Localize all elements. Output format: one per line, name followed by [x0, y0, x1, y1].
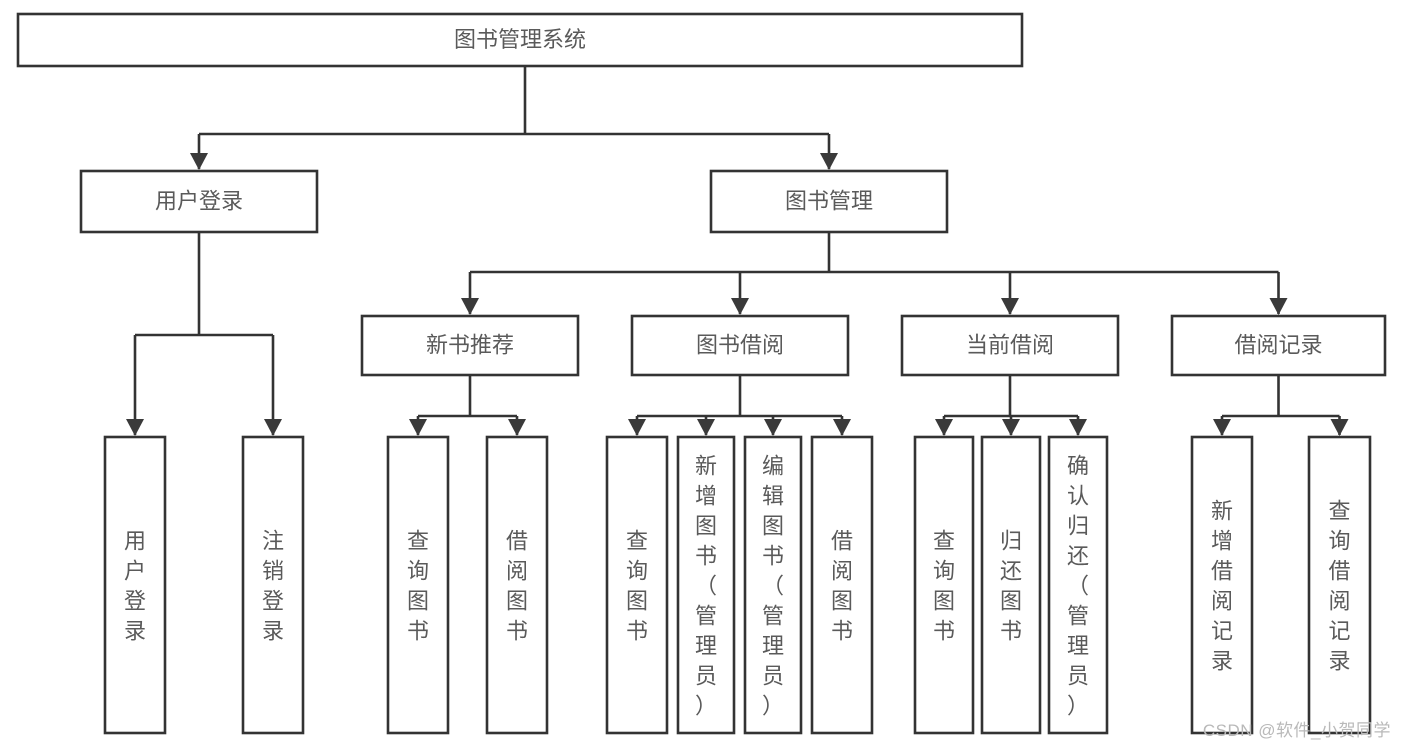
arrow-head-icon — [764, 419, 782, 436]
node-book-borrow[interactable]: 图书借阅 — [630, 314, 850, 377]
arrow-head-icon — [820, 153, 838, 170]
node-leaf-add-record[interactable]: 新增借阅记录 — [1190, 435, 1254, 735]
node-book-manage[interactable]: 图书管理 — [709, 169, 949, 234]
node-box-rect — [1307, 435, 1372, 735]
node-box-rect — [386, 435, 450, 735]
node-box-rect — [241, 435, 305, 735]
node-label: 当前借阅 — [966, 332, 1054, 357]
arrow-head-icon — [697, 419, 715, 436]
node-borrow-record[interactable]: 借阅记录 — [1170, 314, 1387, 377]
arrow-head-icon — [628, 419, 646, 436]
node-label: 确认归还（管理员） — [1067, 453, 1089, 718]
node-leaf-query-book-2[interactable]: 查询图书 — [605, 435, 669, 735]
node-leaf-logout[interactable]: 注销登录 — [241, 435, 305, 735]
arrow-head-icon — [409, 419, 427, 436]
node-label: 借阅图书 — [831, 528, 853, 643]
node-label: 新增借阅记录 — [1211, 498, 1233, 673]
node-box-rect — [1047, 435, 1109, 735]
node-box-rect — [79, 169, 319, 234]
node-box-rect — [676, 435, 736, 735]
node-box-rect — [630, 314, 850, 377]
node-label: 借阅记录 — [1234, 332, 1322, 357]
node-box-rect — [605, 435, 669, 735]
node-label: 图书借阅 — [696, 332, 784, 357]
node-leaf-user-login[interactable]: 用户登录 — [103, 435, 167, 735]
node-label: 编辑图书（管理员） — [762, 453, 784, 718]
arrow-head-icon — [126, 419, 144, 436]
node-box-rect — [810, 435, 874, 735]
node-box-rect — [709, 169, 949, 234]
arrow-head-icon — [1269, 298, 1288, 315]
node-box-rect — [980, 435, 1042, 735]
node-label: 查询图书 — [407, 528, 429, 643]
node-box-rect — [743, 435, 803, 735]
node-box-rect — [485, 435, 549, 735]
arrow-head-icon — [833, 419, 851, 436]
node-leaf-confirm-return[interactable]: 确认归还（管理员） — [1047, 435, 1109, 735]
node-box-rect — [913, 435, 975, 735]
node-label: 用户登录 — [155, 188, 243, 213]
node-label: 归还图书 — [1000, 528, 1022, 643]
node-box-rect — [900, 314, 1120, 377]
node-box-rect — [103, 435, 167, 735]
node-leaf-add-book[interactable]: 新增图书（管理员） — [676, 435, 736, 735]
node-leaf-return-book[interactable]: 归还图书 — [980, 435, 1042, 735]
arrow-head-icon — [1001, 298, 1019, 315]
connector-edges — [126, 66, 1349, 436]
node-label: 注销登录 — [262, 528, 284, 643]
node-label: 用户登录 — [124, 528, 146, 643]
arrow-head-icon — [1069, 419, 1087, 436]
node-box-rect — [16, 12, 1024, 68]
arrow-head-icon — [508, 419, 526, 436]
node-root[interactable]: 图书管理系统 — [16, 12, 1024, 68]
arrow-head-icon — [264, 419, 282, 436]
node-leaf-borrow-book-1[interactable]: 借阅图书 — [485, 435, 549, 735]
arrow-head-icon — [935, 419, 953, 436]
node-leaf-query-record[interactable]: 查询借阅记录 — [1307, 435, 1372, 735]
node-leaf-edit-book[interactable]: 编辑图书（管理员） — [743, 435, 803, 735]
arrow-head-icon — [1213, 419, 1231, 436]
node-current-borrow[interactable]: 当前借阅 — [900, 314, 1120, 377]
node-leaf-query-book-1[interactable]: 查询图书 — [386, 435, 450, 735]
node-leaf-borrow-book-2[interactable]: 借阅图书 — [810, 435, 874, 735]
node-box-rect — [360, 314, 580, 377]
arrow-head-icon — [190, 153, 208, 170]
node-boxes: 图书管理系统用户登录图书管理新书推荐图书借阅当前借阅借阅记录用户登录注销登录查询… — [16, 12, 1387, 735]
node-box-rect — [1190, 435, 1254, 735]
node-label: 查询借阅记录 — [1328, 498, 1350, 673]
arrow-head-icon — [1002, 419, 1020, 436]
node-label: 图书管理 — [785, 188, 873, 213]
node-leaf-query-book-3[interactable]: 查询图书 — [913, 435, 975, 735]
node-label: 借阅图书 — [506, 528, 528, 643]
node-user-login[interactable]: 用户登录 — [79, 169, 319, 234]
csdn-watermark: CSDN @软件_小贺同学 — [1202, 721, 1391, 740]
node-label: 查询图书 — [933, 528, 955, 643]
node-label: 查询图书 — [626, 528, 648, 643]
arrow-head-icon — [461, 298, 479, 315]
node-new-book-rec[interactable]: 新书推荐 — [360, 314, 580, 377]
arrow-head-icon — [731, 298, 749, 315]
arrow-head-icon — [1330, 419, 1349, 436]
node-label: 新书推荐 — [426, 332, 514, 357]
node-label: 图书管理系统 — [454, 27, 586, 52]
node-label: 新增图书（管理员） — [695, 453, 717, 718]
node-box-rect — [1170, 314, 1387, 377]
